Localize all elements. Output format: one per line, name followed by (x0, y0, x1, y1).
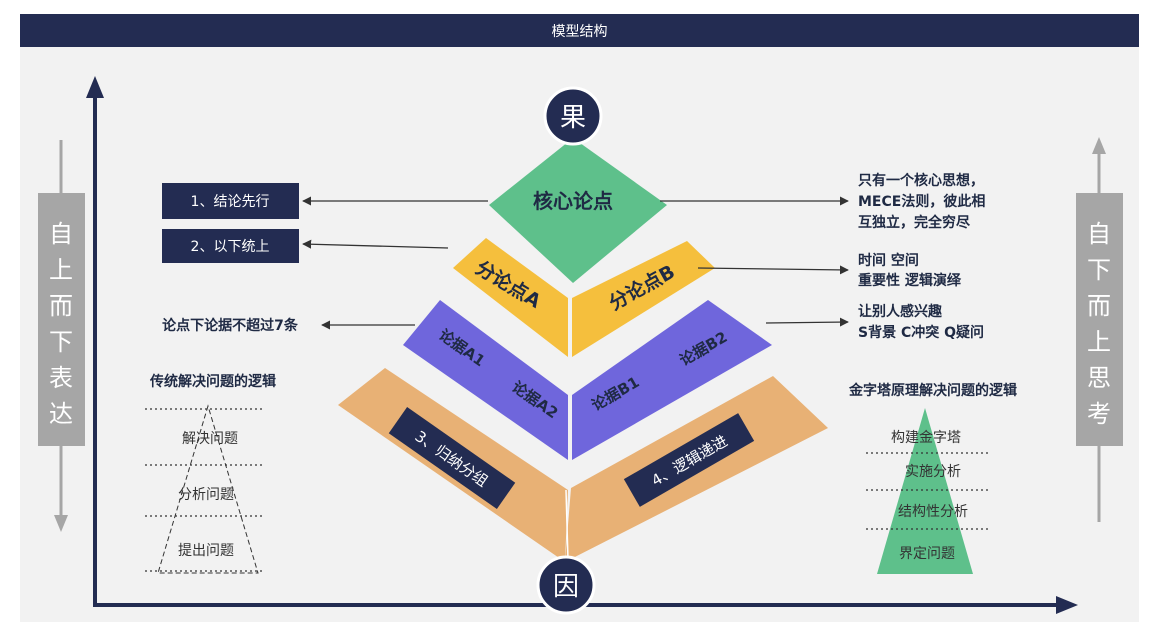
traditional-title: 传统解决问题的逻辑 (149, 373, 276, 390)
title-bar: 模型结构 (20, 14, 1139, 47)
right-connectors (660, 196, 849, 327)
left-vertical-banner: 自上而下表达 (38, 140, 85, 532)
traditional-item: 解决问题 (182, 431, 238, 447)
conclusion-first-box: 1、结论先行 (162, 183, 299, 219)
pyramid-method-logic: 金字塔原理解决问题的逻辑 构建金字塔 实施分析 结构性分析 界定问题 (848, 382, 1017, 574)
arg-note-line1: 让别人感兴趣 (858, 303, 943, 320)
left-connectors (302, 196, 488, 330)
pyramid-method-item: 界定问题 (899, 546, 955, 562)
apex-label: 核心论点 (533, 189, 613, 213)
right-vertical-banner: 自下而上思考 (1076, 137, 1123, 522)
traditional-item: 提出问题 (178, 543, 234, 559)
pyramid-method-item: 实施分析 (905, 464, 961, 480)
pyramid-method-item: 构建金字塔 (891, 430, 961, 446)
pyramid-method-title: 金字塔原理解决问题的逻辑 (848, 382, 1017, 399)
yellow-layer (453, 238, 715, 357)
y-axis-arrowhead (86, 76, 104, 98)
bottom-circle: 因 (536, 555, 596, 615)
arg-note-line2: S背景 C冲突 Q疑问 (858, 324, 984, 341)
top-down-box: 2、以下统上 (162, 229, 299, 263)
apex-diamond (489, 138, 667, 283)
purple-layer (403, 300, 772, 460)
apex-note-line1: 只有一个核心思想， (858, 172, 984, 189)
top-circle: 果 (543, 86, 603, 146)
traditional-logic: 传统解决问题的逻辑 解决问题 分析问题 提出问题 (145, 373, 276, 574)
bottom-circle-label: 因 (553, 572, 579, 602)
top-circle-label: 果 (560, 103, 586, 133)
top-down-label: 2、以下统上 (191, 239, 270, 255)
conclusion-first-label: 1、结论先行 (191, 194, 270, 210)
sub-note-line1: 时间 空间 (858, 252, 919, 269)
up-arrow-icon (1092, 137, 1106, 154)
right-notes: 只有一个核心思想， MECE法则，彼此相 互独立，完全穷尽 时间 空间 重要性 … (858, 172, 985, 341)
dashed-triangle (157, 404, 259, 574)
green-triangle (877, 408, 973, 574)
apex-note-line3: 互独立，完全穷尽 (858, 214, 971, 231)
down-arrow-icon (54, 515, 68, 532)
left-vertical-text: 自上而下表达 (49, 220, 73, 428)
page-title: 模型结构 (551, 23, 608, 40)
pyramid-method-item: 结构性分析 (898, 504, 968, 520)
sub-note-line2: 重要性 逻辑演绎 (858, 272, 962, 289)
right-vertical-text: 自下而上思考 (1087, 220, 1111, 428)
traditional-item: 分析问题 (178, 487, 234, 503)
x-axis-arrowhead (1056, 596, 1078, 614)
apex-note-line2: MECE法则，彼此相 (858, 193, 985, 210)
argument-limit-note: 论点下论据不超过7条 (162, 317, 299, 334)
